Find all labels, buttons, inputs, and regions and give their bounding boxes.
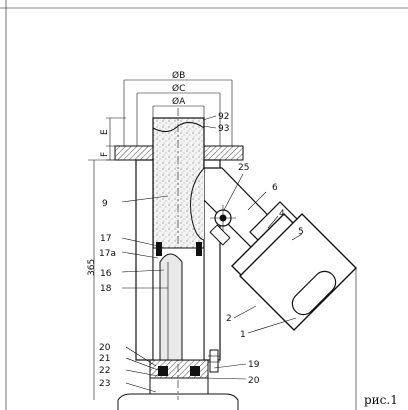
callout-93: 93	[218, 124, 229, 134]
callout-21: 21	[99, 354, 110, 364]
callout-1: 1	[240, 330, 246, 340]
callout-17: 17	[100, 234, 111, 244]
callout-25: 25	[238, 163, 249, 173]
dimension-f: F	[100, 152, 110, 157]
diameter-dimensions: ØB ØC ØA	[123, 70, 233, 146]
callout-18: 18	[100, 284, 112, 294]
dimension-dia-a: ØA	[172, 96, 186, 107]
callout-16: 16	[100, 269, 112, 279]
callout-23: 23	[99, 379, 110, 389]
callout-5: 5	[298, 227, 304, 237]
dimension-dia-c: ØC	[172, 83, 185, 94]
callout-22: 22	[99, 366, 110, 376]
cylinder-handle	[239, 213, 357, 410]
dimension-height-365: 365	[87, 259, 97, 276]
callout-6: 6	[272, 183, 278, 193]
bottom-assembly	[117, 349, 239, 410]
callout-17a: 17a	[99, 249, 116, 259]
callout-92: 92	[218, 112, 229, 122]
inner-piston	[152, 242, 205, 361]
callout-20-right: 20	[248, 376, 260, 386]
callout-4: 4	[279, 209, 285, 219]
dimension-e: E	[100, 129, 110, 135]
dimension-dia-b: ØB	[172, 70, 185, 81]
leader-lines	[121, 115, 303, 393]
callout-9: 9	[102, 199, 108, 209]
callout-2: 2	[226, 314, 232, 324]
callout-19: 19	[248, 360, 260, 370]
figure-caption: рис.1	[364, 393, 398, 407]
callout-20-left: 20	[99, 343, 111, 353]
